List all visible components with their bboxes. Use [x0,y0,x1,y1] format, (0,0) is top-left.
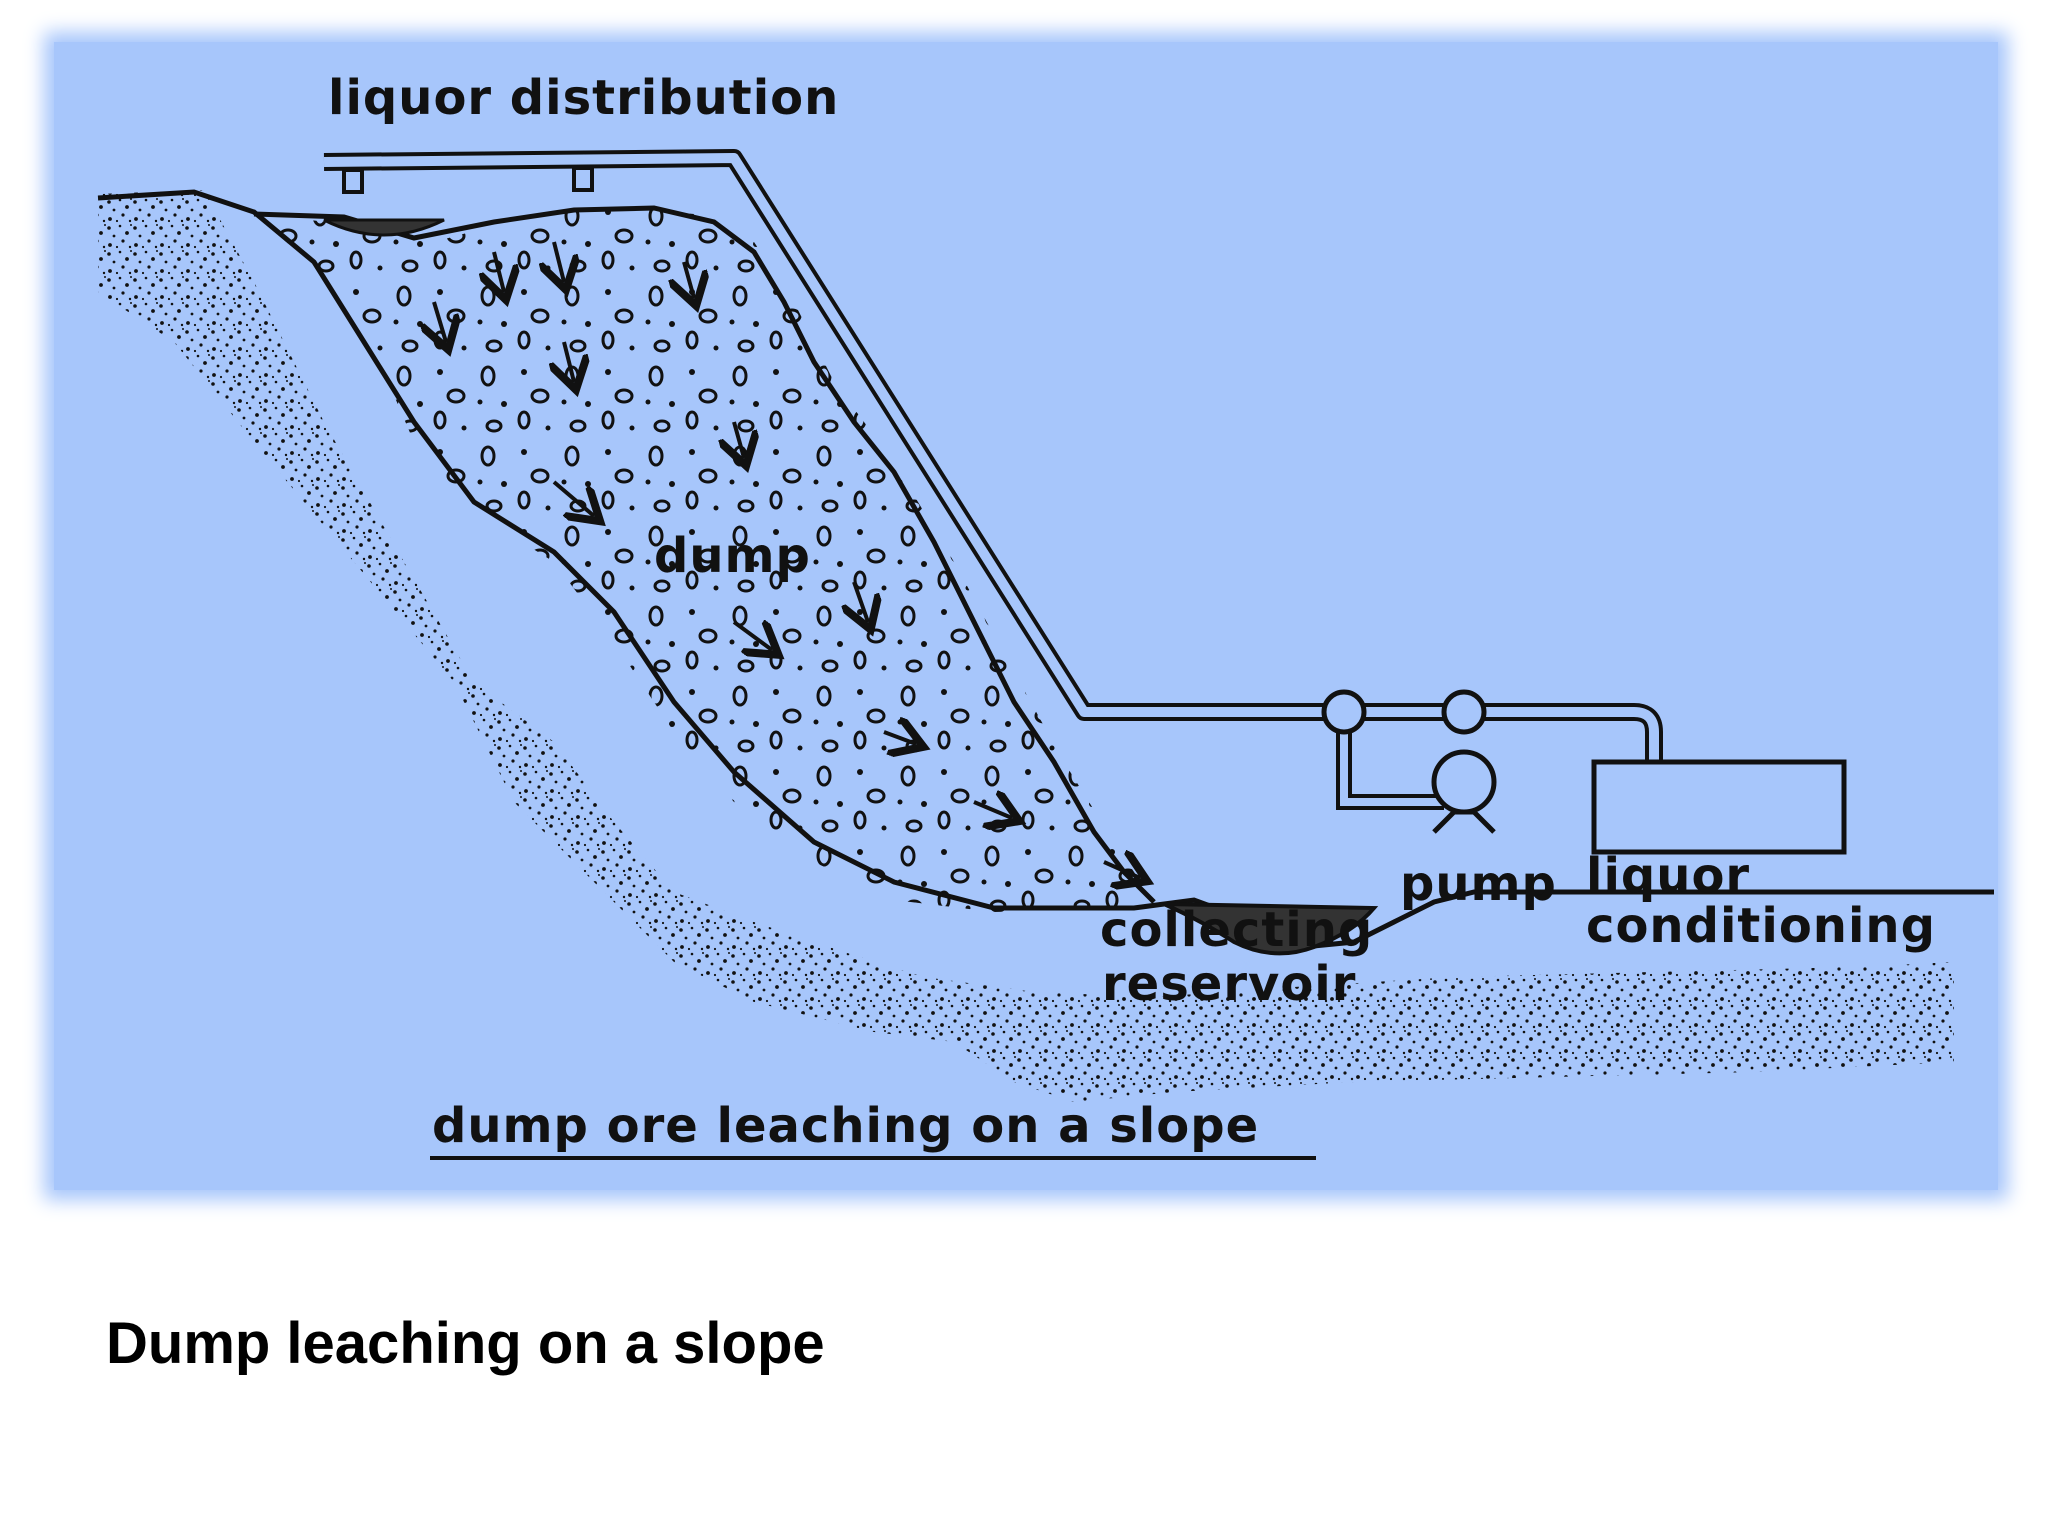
valve-icon [1321,689,1367,735]
label-liquor: liquor [1586,848,1750,904]
slide-caption: Dump leaching on a slope [106,1311,825,1376]
label-pump: pump [1400,856,1557,912]
collecting-reservoir [1163,902,1379,956]
soil-ground [98,190,1954,1102]
ground-line [97,189,1994,950]
valve-icon [1441,689,1487,735]
distribution-pool [323,218,445,237]
flow-arrows [434,241,1140,878]
leaching-diagram: liquor distribution dump collecting rese… [54,42,1998,1190]
label-dump: dump [654,528,811,584]
conditioning-tank [1591,759,1847,855]
diagram-svg: liquor distribution dump collecting rese… [97,70,1994,1160]
sprinkler-head [572,166,594,192]
sprinkler-head [342,168,364,194]
figure-title: dump ore leaching on a slope [432,1098,1259,1154]
label-liquor-distribution: liquor distribution [328,70,839,126]
return-pipe [1336,732,1444,810]
label-conditioning: conditioning [1586,898,1936,954]
pump-icon [1431,749,1497,815]
label-reservoir: reservoir [1102,956,1356,1012]
dump-surface [253,205,1156,904]
label-collecting: collecting [1100,902,1373,958]
